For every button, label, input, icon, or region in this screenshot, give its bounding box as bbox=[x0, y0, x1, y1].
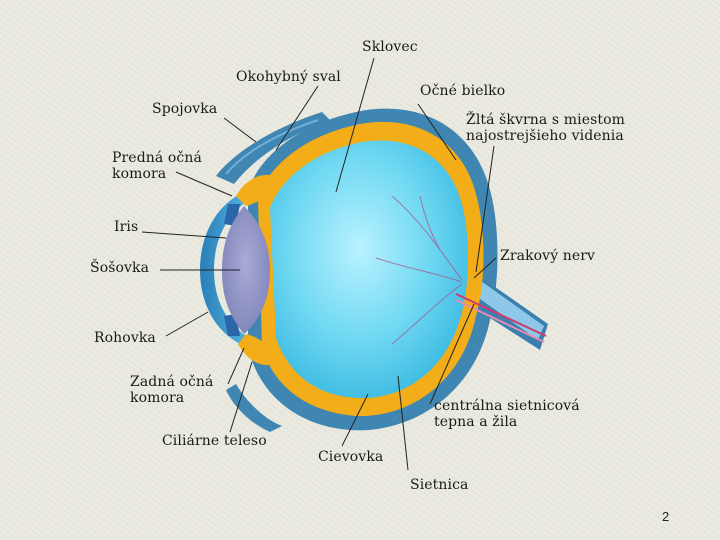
upper-muscle-stripe bbox=[225, 119, 319, 175]
cornea bbox=[200, 192, 252, 346]
label-iris: Iris bbox=[114, 219, 139, 235]
page-number: 2 bbox=[662, 509, 670, 524]
label-rohovka: Rohovka bbox=[94, 330, 156, 346]
label-spojovka: Spojovka bbox=[152, 101, 218, 117]
ciliary-body-upper bbox=[236, 174, 280, 206]
label-zadna-ocna-komora: Zadná očná komora bbox=[130, 374, 214, 406]
vitreous-body bbox=[270, 140, 468, 399]
upper-eye-muscle bbox=[216, 112, 330, 184]
lower-eye-muscle bbox=[226, 384, 282, 432]
label-sklovec: Sklovec bbox=[362, 39, 418, 55]
label-okohybny-sval: Okohybný sval bbox=[236, 69, 341, 85]
retinal-vessels bbox=[375, 195, 463, 345]
central-retinal-vessels bbox=[455, 293, 547, 343]
label-zlta-skvrna: Žltá škvrna s miestom najostrejšieho vid… bbox=[466, 112, 625, 144]
label-cievovka: Cievovka bbox=[318, 449, 384, 465]
label-centralna-tepna: centrálna sietnicová tepna a žila bbox=[434, 398, 580, 430]
label-predna-ocna-komora: Predná očná komora bbox=[112, 150, 202, 182]
label-sietnica: Sietnica bbox=[410, 477, 469, 493]
label-ocne-bielko: Očné bielko bbox=[420, 83, 506, 99]
ciliary-body-lower bbox=[238, 334, 280, 366]
leader-lines bbox=[141, 57, 497, 471]
label-ciliarne-teleso: Ciliárne teleso bbox=[162, 433, 267, 449]
lens bbox=[222, 206, 270, 334]
label-sosovka: Šošovka bbox=[90, 260, 150, 276]
label-zrakovy-nerv: Zrakový nerv bbox=[500, 248, 596, 264]
optic-nerve-sheath bbox=[470, 276, 544, 340]
